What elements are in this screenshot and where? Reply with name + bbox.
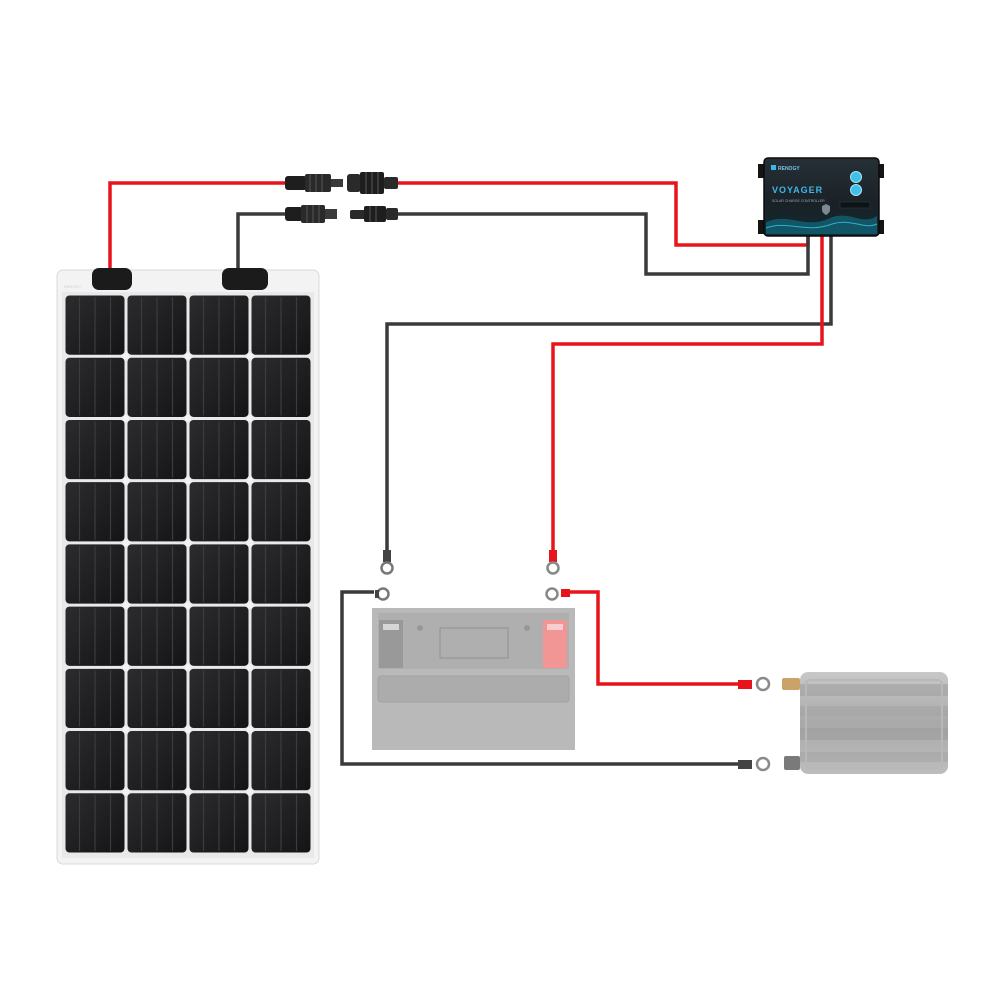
battery-negative-wire (385, 236, 833, 552)
ring-terminal-controller-positive (546, 550, 560, 575)
controller-button-bottom[interactable] (850, 184, 862, 196)
cell-corner-gap (122, 788, 130, 795)
cell-corner-gap (122, 539, 130, 547)
battery-label-area (439, 627, 509, 659)
mc4-connector-controller-negative (350, 206, 398, 222)
ring-terminal-controller-negative (380, 550, 394, 575)
cell-corner-gap (122, 601, 130, 609)
cell-corner-gap (246, 477, 254, 484)
cell-corner-gap (122, 353, 130, 360)
ring-terminal-inverter-positive (545, 587, 570, 601)
cell-corner-gap (246, 353, 254, 360)
cell-corner-gap (184, 477, 192, 484)
cell-corner-gap (122, 664, 130, 671)
cell-corner-gap (184, 726, 192, 733)
cell-corner-gap (184, 601, 192, 609)
cell-corner-gap (122, 726, 130, 733)
cell-corner-gap (184, 353, 192, 360)
junction-box-negative (222, 268, 268, 290)
controller-display (839, 201, 871, 209)
shield-icon (822, 204, 830, 215)
mc4-connectors (285, 172, 398, 223)
ring-terminal-inverter-side-negative (738, 756, 771, 772)
inverter-positive-terminal (782, 678, 800, 690)
inverter-negative-terminal (784, 756, 800, 770)
inverter-negative-wire (340, 590, 740, 766)
controller-logo-icon (771, 165, 776, 170)
ring-terminal-inverter-negative (375, 587, 390, 601)
inverter (782, 672, 948, 774)
cell-corner-gap (184, 664, 192, 671)
controller-name: VOYAGER (772, 185, 823, 195)
pv-negative-wire (398, 212, 810, 276)
mc4-connector-panel-positive (285, 174, 343, 192)
cell-corner-gap (246, 601, 254, 609)
cell-corner-gap (246, 539, 254, 547)
inverter-positive-wire (568, 590, 738, 686)
cell-corner-gap (184, 788, 192, 795)
panel-brand-mark: RENOGY (64, 284, 82, 289)
panel-cell-grid (65, 295, 311, 853)
solar-panel: RENOGY (56, 268, 320, 865)
wires (108, 181, 833, 766)
panel-negative-wire (236, 212, 286, 276)
cell-corner-gap (246, 664, 254, 671)
battery-positive-wire (551, 236, 824, 552)
battery-ring-terminals (375, 550, 570, 601)
battery (372, 608, 575, 750)
cell-corner-gap (122, 477, 130, 484)
cell-corner-gap (246, 726, 254, 733)
inverter-ring-terminals (738, 676, 771, 772)
cell-corner-gap (184, 415, 192, 422)
cell-corner-gap (246, 788, 254, 795)
ring-terminal-inverter-side-positive (738, 676, 771, 692)
cell-corner-gap (122, 415, 130, 422)
junction-box-positive (92, 268, 132, 290)
cell-corner-gap (246, 415, 254, 422)
controller-subtitle: SOLAR CHARGE CONTROLLER (772, 199, 825, 203)
mc4-connector-panel-negative (285, 205, 337, 223)
controller-brand: RENOGY (778, 166, 800, 172)
mc4-connector-controller-positive (347, 172, 398, 194)
charge-controller: RENOGY VOYAGER SOLAR CHARGE CONTROLLER (758, 157, 884, 237)
cell-corner-gap (184, 539, 192, 547)
panel-positive-wire (108, 181, 286, 276)
controller-button-top[interactable] (850, 171, 862, 183)
